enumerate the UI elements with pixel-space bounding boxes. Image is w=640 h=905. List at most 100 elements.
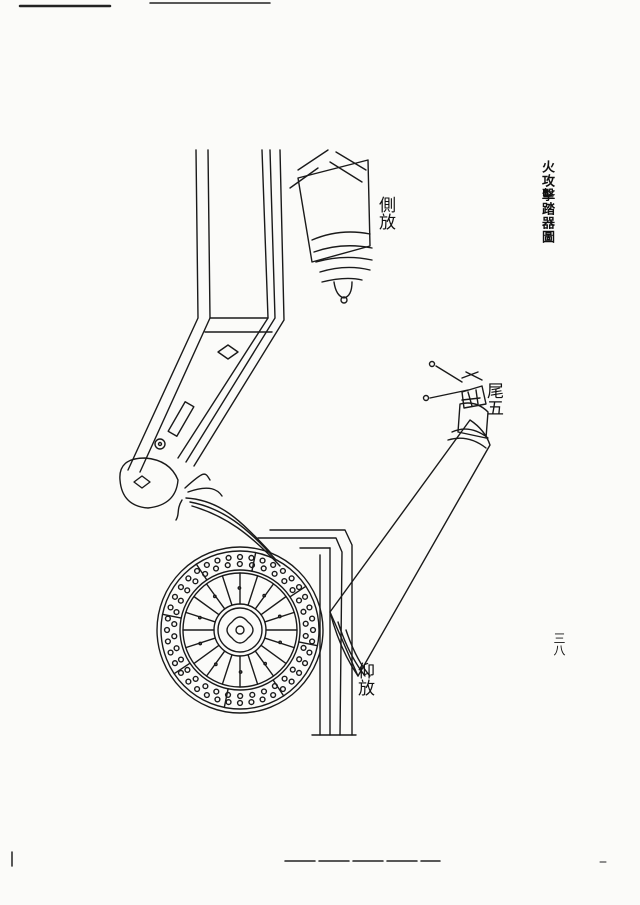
wheel-hole bbox=[248, 699, 255, 706]
label-side-launch: 側放 bbox=[375, 196, 395, 230]
wheel-hole bbox=[224, 562, 231, 569]
wheel-hole bbox=[302, 620, 309, 627]
wheel-hole bbox=[171, 660, 179, 667]
wheel-hole bbox=[300, 644, 307, 652]
wheel-hole bbox=[171, 593, 179, 600]
wheel-hole bbox=[271, 570, 278, 577]
wheel-hole bbox=[277, 614, 282, 619]
wheel-hole bbox=[225, 699, 232, 706]
wheel-hole bbox=[260, 688, 268, 695]
wheel-hole bbox=[237, 586, 242, 590]
wheel-ring-divider bbox=[289, 585, 307, 598]
wheel-hole bbox=[177, 656, 185, 663]
wheel-hole bbox=[171, 633, 178, 640]
wheel-hole bbox=[301, 593, 309, 600]
wheel-hole bbox=[295, 597, 303, 604]
fire-wheel bbox=[156, 546, 324, 714]
wheel-hole bbox=[193, 685, 201, 693]
wheel-hole bbox=[173, 608, 180, 616]
wheel-hole bbox=[259, 696, 266, 703]
wheel-hole bbox=[198, 641, 203, 646]
wheel-hole bbox=[177, 583, 185, 591]
wheel-hole bbox=[279, 685, 287, 693]
wheel-hole bbox=[300, 608, 307, 615]
wheel-ring-ticks bbox=[161, 551, 319, 709]
wheel-ring-divider bbox=[161, 613, 182, 619]
wheel-hole bbox=[237, 692, 244, 700]
wheel-hole bbox=[236, 699, 244, 707]
upper-arm-trough bbox=[119, 149, 285, 567]
wheel-hole bbox=[167, 604, 174, 611]
wheel-ring-divider bbox=[298, 641, 319, 647]
wheel-hole bbox=[295, 583, 303, 591]
wheel-hole bbox=[236, 553, 244, 561]
wheel-hole bbox=[249, 691, 256, 698]
wheel-hole bbox=[238, 670, 243, 674]
wheel-hole bbox=[171, 620, 178, 628]
wheel-hole bbox=[193, 567, 201, 575]
wheel-hole bbox=[164, 615, 171, 622]
wheel-hole bbox=[248, 554, 255, 561]
upturned-launch-tube bbox=[329, 360, 491, 677]
wheel-spoke bbox=[193, 595, 220, 616]
wheel-hole bbox=[306, 649, 313, 656]
wheel-hole bbox=[173, 645, 180, 652]
wheel-spoke bbox=[221, 654, 233, 685]
base-frame bbox=[257, 529, 357, 736]
wheel-hole bbox=[192, 578, 199, 585]
wheel-hole bbox=[302, 632, 309, 640]
wheel-hole bbox=[289, 586, 296, 594]
wheel-hole bbox=[214, 696, 221, 703]
wheel-hole bbox=[288, 678, 295, 685]
wheel-hole bbox=[185, 575, 192, 582]
wheel-ring-divider bbox=[195, 563, 208, 581]
wheel-hole bbox=[309, 638, 316, 645]
wheel-hole bbox=[185, 678, 192, 685]
wheel-hole bbox=[309, 626, 317, 634]
wheel-hole bbox=[281, 578, 288, 585]
label-upturned-launch: 仰放 bbox=[354, 662, 374, 696]
wheel-hole bbox=[262, 593, 267, 598]
wheel-hole bbox=[177, 669, 185, 677]
wheel-hole bbox=[309, 615, 316, 622]
wheel-spoke bbox=[193, 644, 220, 665]
wheel-hole bbox=[301, 660, 309, 667]
wheel-hole bbox=[270, 561, 277, 569]
wheel-hole bbox=[279, 567, 287, 575]
wheel-hole bbox=[212, 565, 220, 572]
wheel-hole bbox=[295, 669, 303, 677]
wheel-hole bbox=[289, 666, 296, 673]
wheel-hole bbox=[212, 594, 217, 599]
wheel-spoke bbox=[260, 595, 287, 616]
wheel-hole bbox=[278, 640, 283, 645]
wheel-hole bbox=[203, 691, 210, 699]
wheel-ring-divider bbox=[223, 688, 229, 709]
wheel-hole bbox=[184, 666, 191, 674]
wheel-hole bbox=[270, 691, 277, 699]
wheel-hole bbox=[288, 575, 295, 582]
wheel-hole bbox=[263, 661, 268, 666]
wheel-ring-divider bbox=[173, 662, 191, 675]
wheel-spoke bbox=[247, 654, 259, 685]
wheel-hole bbox=[281, 675, 288, 682]
wheel-spoke bbox=[221, 575, 233, 606]
wheel-hole bbox=[167, 649, 174, 656]
wheel-inner-holes bbox=[197, 586, 283, 674]
wheel-hole bbox=[213, 688, 220, 695]
page-title-vertical: 火攻擊踏器圖 bbox=[539, 160, 554, 244]
wheel-hole bbox=[202, 683, 209, 690]
wheel-hole bbox=[203, 561, 210, 569]
wheel-hole bbox=[213, 662, 218, 667]
wheel-spoke bbox=[260, 644, 287, 665]
wheel-ring-divider bbox=[272, 679, 285, 697]
wheel-hole bbox=[306, 604, 313, 611]
label-tail: 尾五 bbox=[483, 382, 503, 416]
wheel-hole bbox=[296, 656, 303, 663]
wheel-hole bbox=[192, 675, 199, 682]
scan-artifacts bbox=[11, 2, 607, 867]
side-launch-tube bbox=[289, 149, 373, 304]
wheel-hole bbox=[197, 615, 202, 620]
wheel-hole bbox=[225, 554, 232, 561]
page-number: 三八 bbox=[552, 632, 566, 656]
